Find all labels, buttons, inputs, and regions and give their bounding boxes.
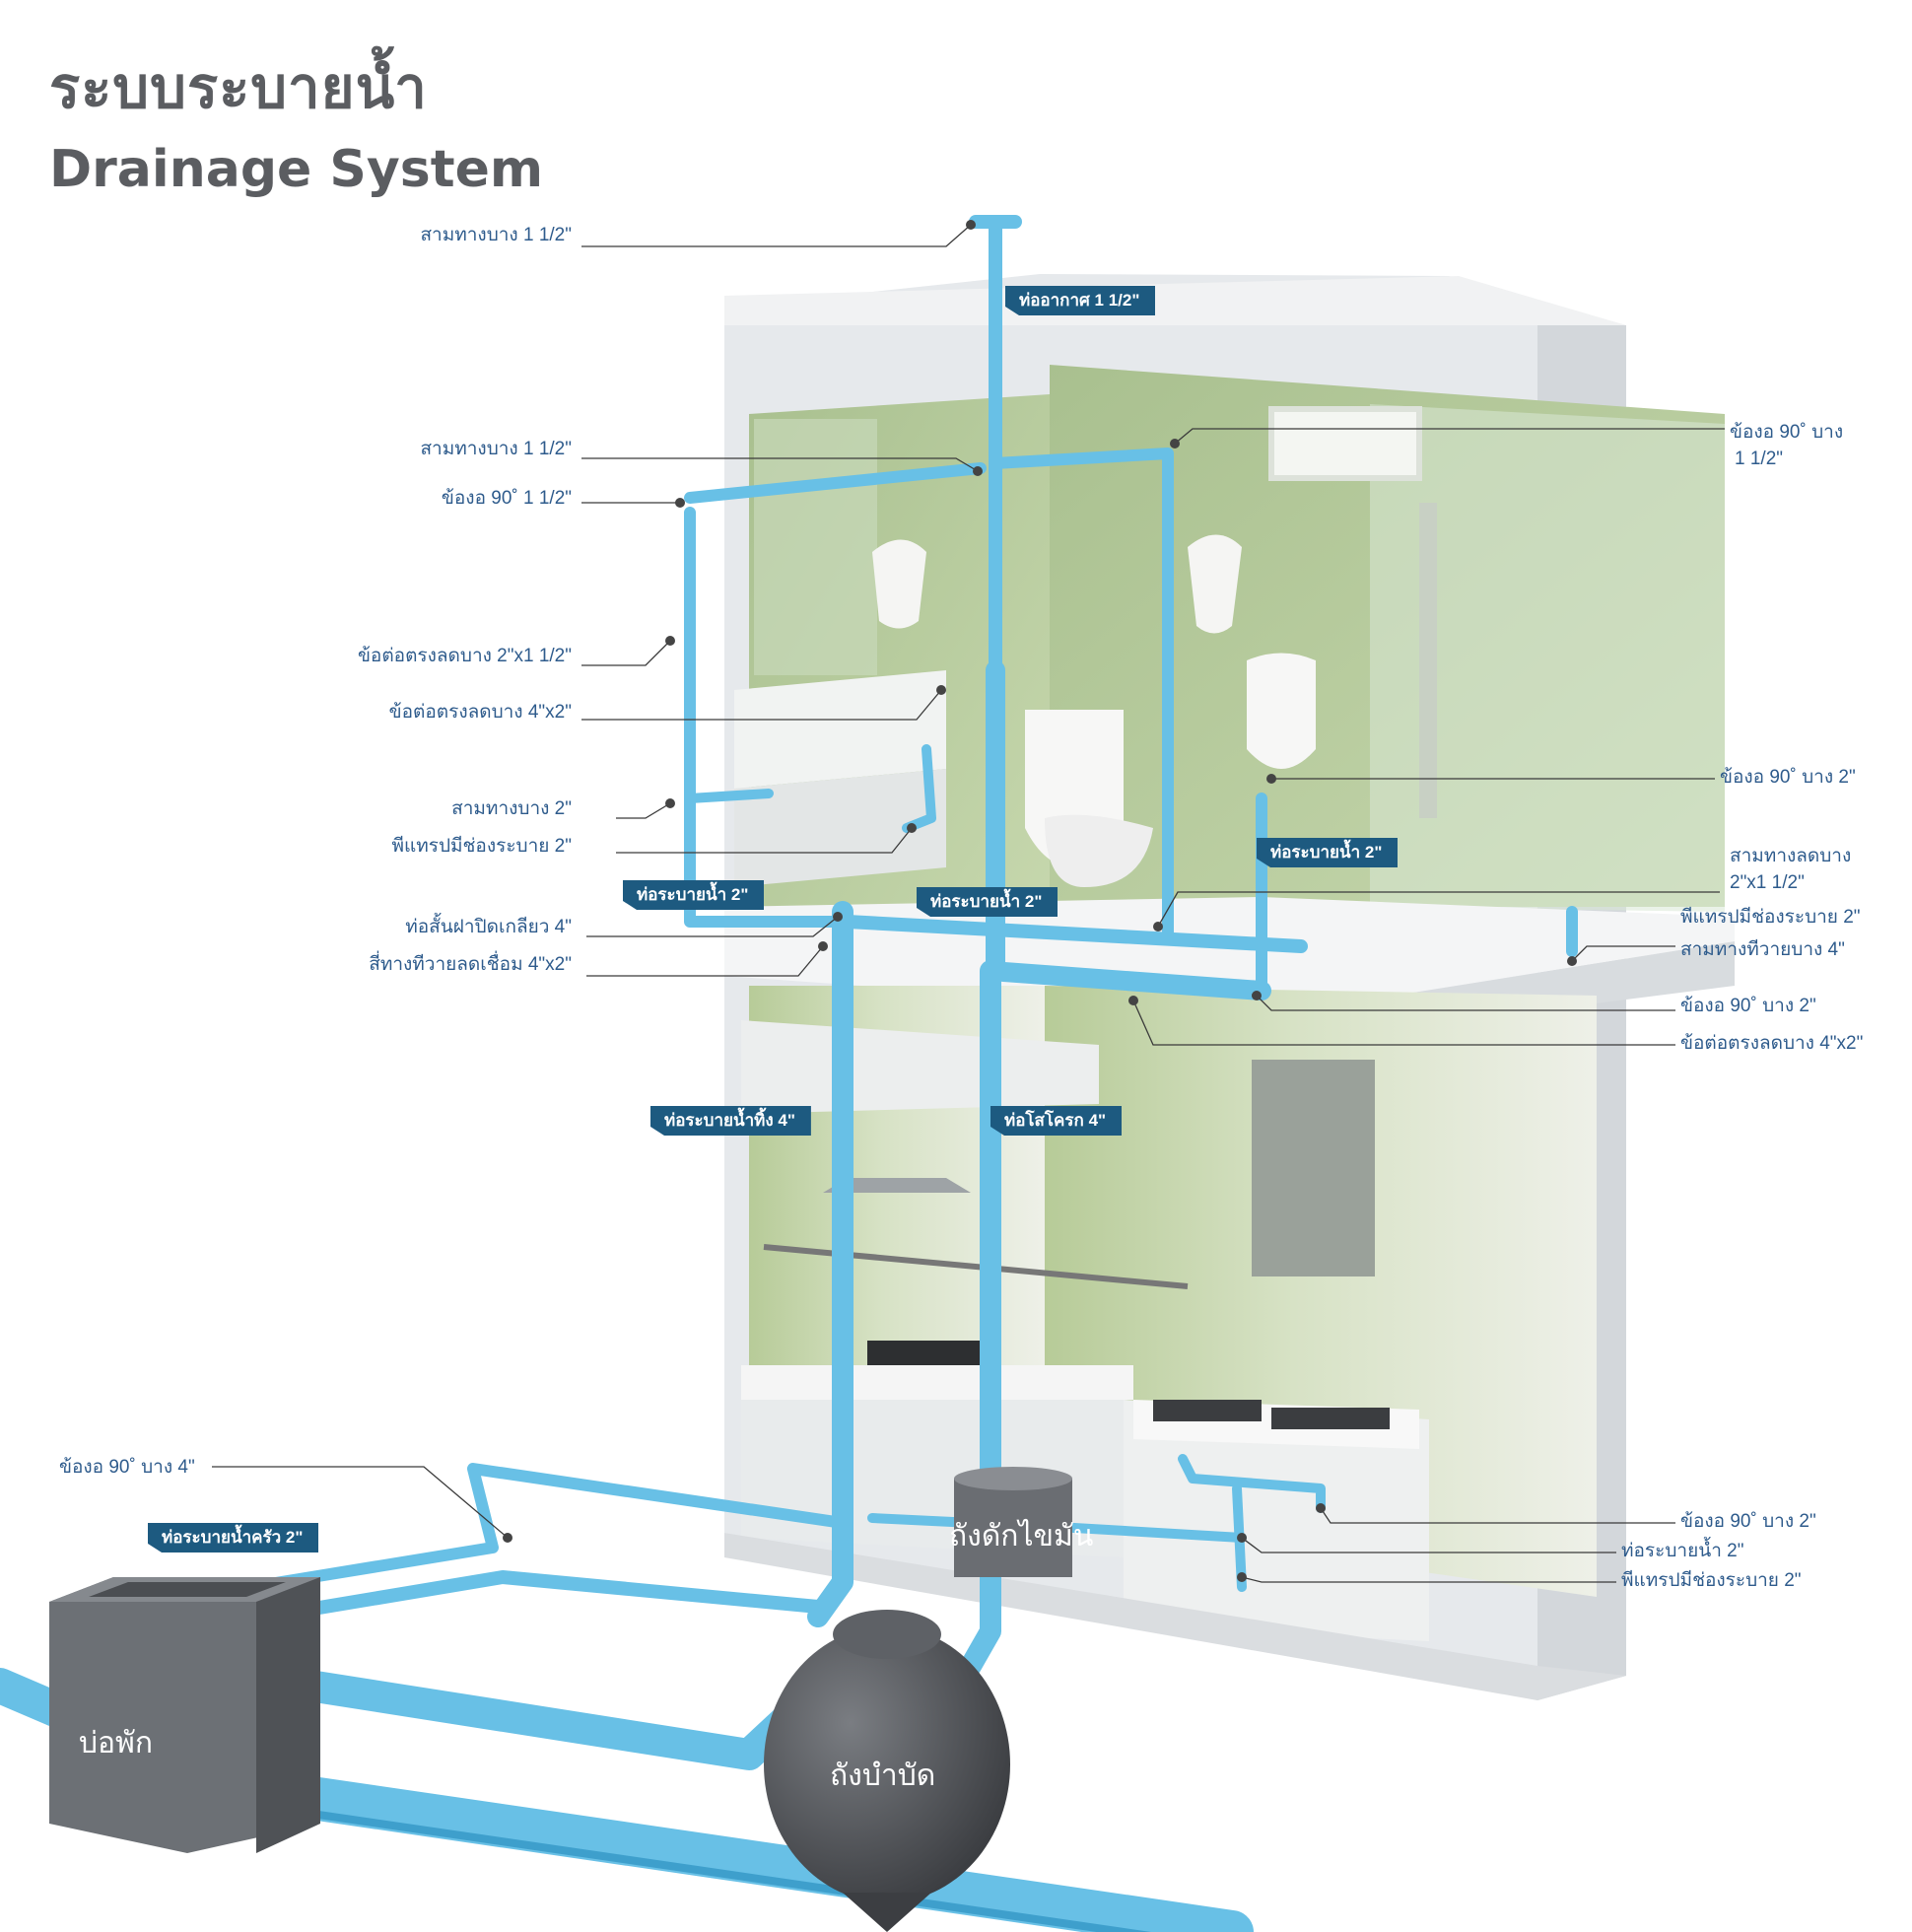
stove xyxy=(867,1341,986,1365)
tag-soil-pipe-4: ท่อโสโครก 4" xyxy=(990,1106,1123,1136)
range-hood xyxy=(741,1020,1099,1114)
title-thai: ระบบระบายน้ำ xyxy=(49,54,428,121)
sink-right xyxy=(1271,1408,1390,1429)
tag-vent-pipe: ท่ออากาศ 1 1/2" xyxy=(1005,286,1156,315)
shower-handle xyxy=(1419,503,1437,818)
callout-y-tee-4: สามทางทีวายบาง 4" xyxy=(1680,939,1845,960)
callout-elbow-90-1-5: ข้องอ 90˚ 1 1/2" xyxy=(441,488,572,509)
shower-glass xyxy=(1370,404,1725,912)
toilet-bowl xyxy=(1045,814,1153,887)
urinal xyxy=(1247,653,1316,769)
kitchen-window xyxy=(1252,1060,1375,1276)
grease-trap-label: ถังดักไขมัน xyxy=(949,1519,1094,1553)
callout-p-trap-2-right: พีแทรปมีช่องระบาย 2" xyxy=(1680,907,1861,928)
vanity-cabinet xyxy=(734,769,946,887)
callout-p-trap-2-kitchen: พีแทรปมีช่องระบาย 2" xyxy=(1621,1570,1802,1591)
tag-kitchen-drain: ท่อระบายน้ำครัว 2" xyxy=(148,1523,319,1552)
callout-elbow-90-2-slab: ข้องอ 90˚ บาง 2" xyxy=(1680,996,1816,1016)
septic-tank xyxy=(764,1610,1010,1932)
manhole-label: บ่อพัก xyxy=(79,1726,153,1760)
title-english: Drainage System xyxy=(49,140,544,199)
tag-drain-vanity: ท่อระบายน้ำ 2" xyxy=(623,880,765,910)
callout-elbow-90-1-5-right: ข้องอ 90˚ บาง xyxy=(1730,422,1844,443)
window xyxy=(1268,406,1422,481)
grease-trap-tank xyxy=(954,1467,1072,1577)
leader-dots xyxy=(503,220,1577,1582)
vanity-counter xyxy=(734,670,946,789)
callout-cross-tee-4x2: สี่ทางทีวายลดเชื่อม 4"x2" xyxy=(369,954,572,975)
leader-lines xyxy=(212,224,1725,1583)
tag-drain-slab: ท่อระบายน้ำ 2" xyxy=(917,887,1058,917)
callout-tee-2: สามทางบาง 2" xyxy=(451,798,572,819)
callout-p-trap-2: พีแทรปมีช่องระบาย 2" xyxy=(391,836,572,857)
building xyxy=(724,274,1735,1700)
tag-greywater-4: ท่อระบายน้ำทิ้ง 4" xyxy=(650,1106,811,1136)
callout-elbow-90-2-kitchen: ข้องอ 90˚ บาง 2" xyxy=(1680,1511,1816,1532)
callout-tee-vent-top: สามทางบาง 1 1/2" xyxy=(420,225,572,245)
callout-reducer-4x2: ข้อต่อตรงลดบาง 4"x2" xyxy=(388,702,572,723)
callout-reducer-2x1-5: ข้อต่อตรงลดบาง 2"x1 1/2" xyxy=(357,646,572,666)
callout-cleanout-4: ท่อสั้นฝาปิดเกลียว 4" xyxy=(405,917,572,937)
callout-drain-2-kitchen: ท่อระบายน้ำ 2" xyxy=(1621,1541,1744,1561)
septic-tank-label: ถังบำบัด xyxy=(830,1759,936,1793)
towel-left xyxy=(872,539,926,629)
callout-elbow-90-1-5-right-size: 1 1/2" xyxy=(1735,448,1784,469)
tag-drain-urinal: ท่อระบายน้ำ 2" xyxy=(1257,838,1399,867)
callout-elbow-90-4: ข้องอ 90˚ บาง 4" xyxy=(59,1457,195,1478)
manhole-box xyxy=(49,1577,320,1853)
callout-reducing-tee: สามทางลดบาง xyxy=(1730,846,1852,866)
mirror xyxy=(754,419,877,675)
callout-elbow-90-2-urinal: ข้องอ 90˚ บาง 2" xyxy=(1720,767,1856,788)
towel-right xyxy=(1188,534,1242,634)
callout-reducing-tee-size: 2"x1 1/2" xyxy=(1730,872,1805,893)
sink-left xyxy=(1153,1400,1262,1421)
callout-reducer-4x2-right: ข้อต่อตรงลดบาง 4"x2" xyxy=(1680,1033,1864,1054)
callout-tee-vent-mid: สามทางบาง 1 1/2" xyxy=(420,439,572,459)
sink-counter xyxy=(1124,1400,1429,1641)
